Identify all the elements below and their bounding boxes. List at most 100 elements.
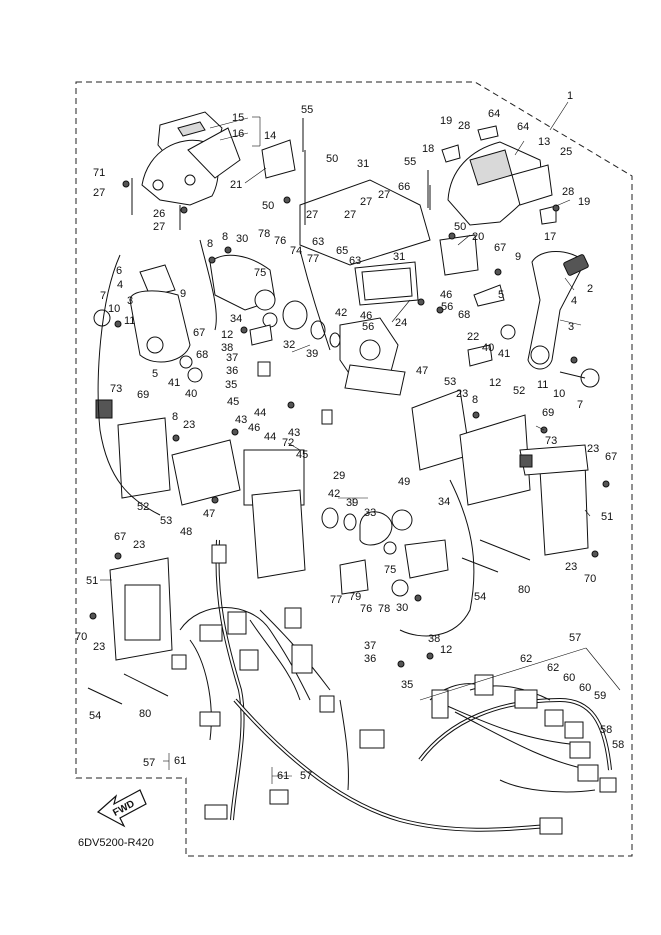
callout-7: 7 [577,399,583,411]
callout-65: 65 [336,245,348,257]
callout-23: 23 [456,388,468,400]
callout-38: 38 [221,342,233,354]
callout-24: 24 [395,317,407,329]
callout-27: 27 [378,189,390,201]
callout-8: 8 [207,238,213,250]
callout-30: 30 [396,602,408,614]
callout-12: 12 [489,377,501,389]
callout-27: 27 [153,221,165,233]
callout-16: 16 [232,128,244,140]
callout-58: 58 [600,724,612,736]
control-unit-left [95,399,306,579]
callout-50: 50 [262,200,274,212]
callout-69: 69 [542,407,554,419]
callout-79: 79 [349,591,361,603]
callout-61: 61 [277,770,289,782]
callout-42: 42 [335,307,347,319]
assembly-boundary [75,81,633,857]
callout-3: 3 [127,295,133,307]
diagram-code: 6DV5200-R420 [78,837,154,849]
callout-33: 33 [364,507,376,519]
callout-30: 30 [236,233,248,245]
harness-connectors [171,544,617,835]
callout-36: 36 [226,365,238,377]
callout-54: 54 [89,710,101,722]
callout-53: 53 [160,515,172,527]
callout-51: 51 [601,511,613,523]
callout-29: 29 [333,470,345,482]
callout-45: 45 [227,396,239,408]
callout-78: 78 [258,228,270,240]
callout-32: 32 [283,339,295,351]
callout-74: 74 [290,245,302,257]
callout-67: 67 [605,451,617,463]
callout-15: 15 [232,112,244,124]
callout-50: 50 [454,221,466,233]
right-lever-assembly [467,251,600,388]
callout-27: 27 [93,187,105,199]
callout-60: 60 [563,672,575,684]
callout-46: 46 [440,289,452,301]
callout-10: 10 [553,388,565,400]
bracket-plate-left [109,557,173,661]
callout-11: 11 [124,315,135,327]
callout-68: 68 [458,309,470,321]
lever-housing-group [441,125,557,226]
callout-18: 18 [422,143,434,155]
shaft-assembly-lower [321,507,449,597]
callout-19: 19 [440,115,452,127]
leader-lines [100,101,621,784]
callout-80: 80 [518,584,530,596]
callout-67: 67 [114,531,126,543]
callout-43: 43 [235,414,247,426]
callout-27: 27 [306,209,318,221]
callout-8: 8 [172,411,178,423]
wiring-harness [97,239,612,832]
callout-47: 47 [416,365,428,377]
callout-25: 25 [560,146,572,158]
callout-72: 72 [282,437,294,449]
callout-34: 34 [438,496,450,508]
callout-60: 60 [579,682,591,694]
callout-70: 70 [584,573,596,585]
callout-8: 8 [472,394,478,406]
callout-12: 12 [440,644,452,656]
callout-67: 67 [494,242,506,254]
callout-73: 73 [545,435,557,447]
callout-62: 62 [520,653,532,665]
central-frame-group [299,150,479,306]
fwd-arrow-icon: FWD [96,789,147,828]
callout-44: 44 [264,431,276,443]
callout-40: 40 [185,388,197,400]
callout-57: 57 [569,632,581,644]
callout-17: 17 [544,231,556,243]
callout-4: 4 [117,279,123,291]
callout-19: 19 [578,196,590,208]
callout-14: 14 [264,130,276,142]
callout-51: 51 [86,575,98,587]
callout-31: 31 [357,158,369,170]
callout-76: 76 [274,235,286,247]
callout-28: 28 [458,120,470,132]
callout-26: 26 [153,208,165,220]
callout-57: 57 [143,757,155,769]
callout-80: 80 [139,708,151,720]
callout-1: 1 [567,90,573,102]
cable-ties [87,539,531,705]
callout-78: 78 [378,603,390,615]
callout-37: 37 [364,640,376,652]
callout-8: 8 [222,231,228,243]
callout-7: 7 [100,290,106,302]
callout-76: 76 [360,603,372,615]
callout-53: 53 [444,376,456,388]
callout-43: 43 [288,427,300,439]
callout-31: 31 [393,251,405,263]
callout-55: 55 [301,104,313,116]
callout-38: 38 [428,633,440,645]
callout-10: 10 [108,303,120,315]
callout-11: 11 [537,379,548,391]
callout-9: 9 [180,288,186,300]
callout-56: 56 [362,321,374,333]
left-lever-assembly [93,254,278,383]
callout-20: 20 [472,231,484,243]
